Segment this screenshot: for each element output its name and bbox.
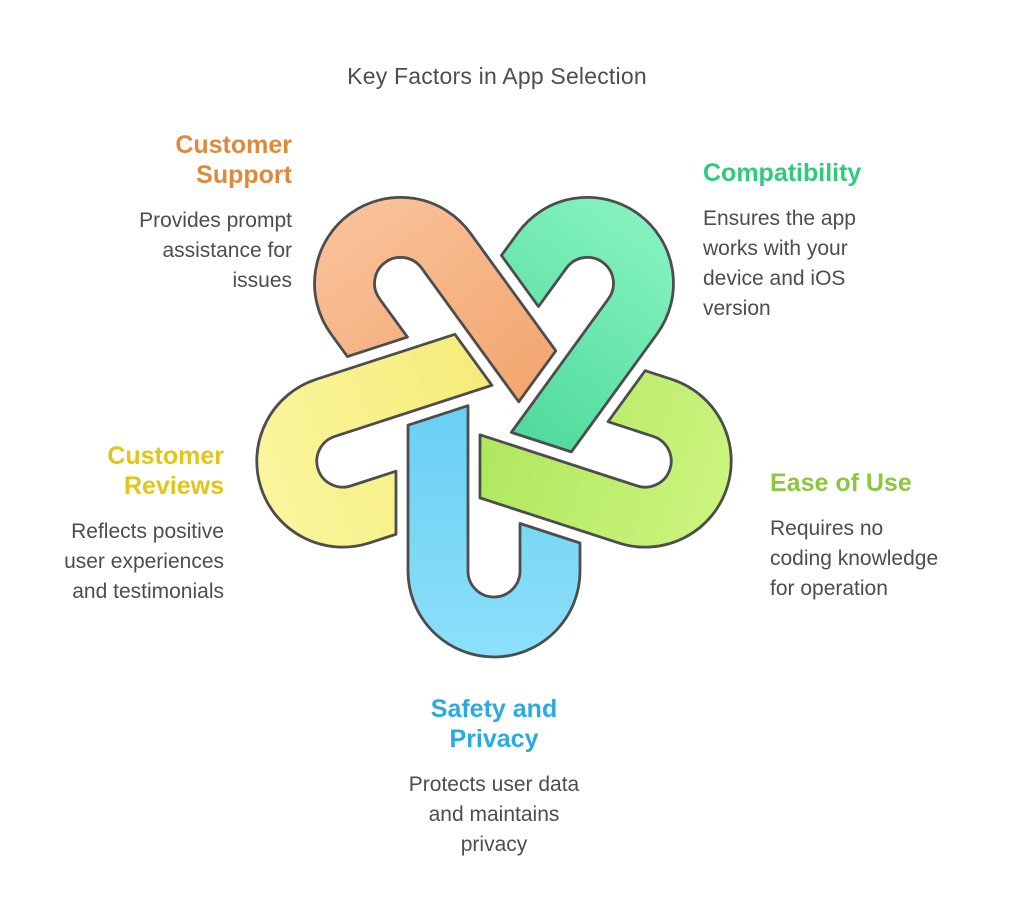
diagram-title: Key Factors in App Selection	[347, 63, 647, 89]
knot-ribbon-customer-support	[313, 196, 558, 404]
knot-ribbon-compatibility	[500, 196, 675, 454]
factor-label: Compatibility	[703, 159, 862, 187]
knot-ribbon-customer-reviews	[255, 332, 494, 549]
knot-ribbon-ease-of-use	[478, 369, 733, 549]
factor-label: Ease of Use	[770, 469, 912, 497]
knot-ribbon-safety-and-privacy	[406, 404, 582, 659]
